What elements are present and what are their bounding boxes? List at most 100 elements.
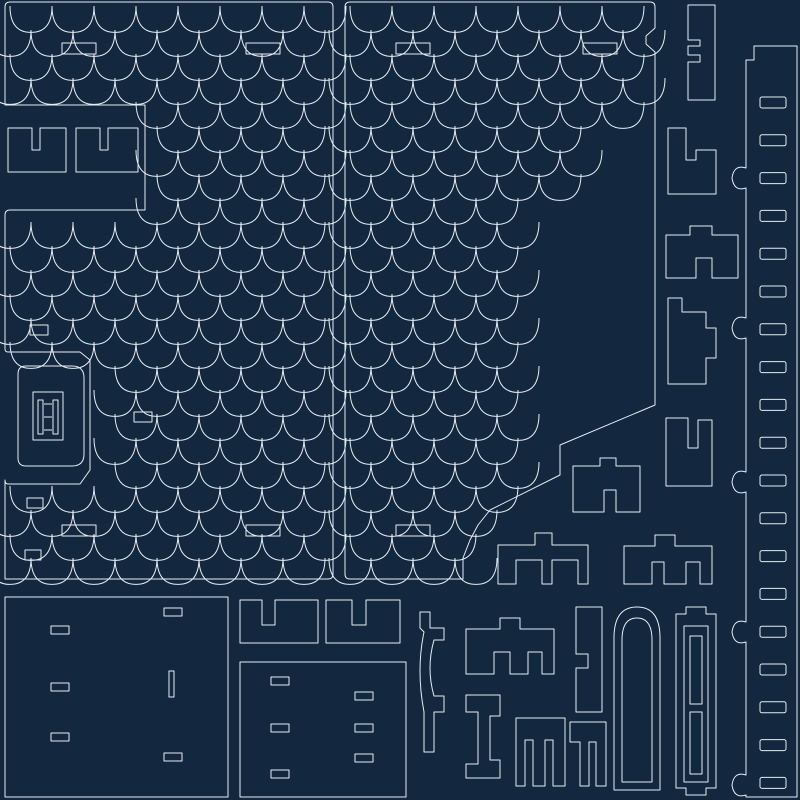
scale-arc <box>559 101 603 129</box>
scale-arc <box>282 461 326 489</box>
hook-piece-top <box>687 4 716 101</box>
shield-outline <box>17 365 85 467</box>
scale-arc <box>51 5 95 33</box>
scale-arc <box>114 317 158 345</box>
scale-arc <box>433 149 477 177</box>
scale-arc <box>282 173 326 201</box>
scale-arc <box>349 5 393 33</box>
ladder-slot-1 <box>689 635 703 705</box>
scale-arc <box>622 29 666 57</box>
scale-arc <box>135 293 179 321</box>
scale-arc <box>219 533 263 561</box>
scale-arc <box>412 461 456 489</box>
scale-arc <box>328 557 372 585</box>
scale-arc <box>412 317 456 345</box>
scale-arc <box>177 197 221 225</box>
scale-arc <box>517 149 561 177</box>
scale-arc <box>198 29 242 57</box>
left-scale-panel <box>0 1 347 585</box>
scale-pattern-right <box>328 5 666 585</box>
scale-arc <box>391 197 435 225</box>
scale-arc <box>538 77 582 105</box>
scale-arc <box>156 557 200 585</box>
scale-arc <box>475 389 519 417</box>
scale-arc <box>240 221 284 249</box>
scale-arc <box>240 509 284 537</box>
scale-arc <box>303 437 347 465</box>
base-r-slot-1 <box>270 676 290 686</box>
scale-arc <box>328 509 372 537</box>
scale-arc <box>412 557 456 585</box>
scale-arc <box>30 557 74 585</box>
scale-arc <box>282 125 326 153</box>
scale-arc <box>391 5 435 33</box>
scale-arc <box>391 485 435 513</box>
scale-arc <box>114 557 158 585</box>
scale-arc <box>538 125 582 153</box>
scale-arc <box>219 245 263 273</box>
scale-arc <box>412 365 456 393</box>
scale-arc <box>454 461 498 489</box>
scale-arc <box>198 221 242 249</box>
scale-arc <box>496 317 540 345</box>
scale-arc <box>559 5 603 33</box>
scale-arc <box>177 533 221 561</box>
scale-arc <box>370 557 414 585</box>
scale-arc <box>496 29 540 57</box>
scale-arc <box>177 53 221 81</box>
scale-arc <box>219 437 263 465</box>
scale-arc <box>349 533 393 561</box>
scale-arc <box>433 245 477 273</box>
puzzle-strip-slot <box>759 512 787 525</box>
scale-arc <box>496 269 540 297</box>
scale-arc <box>0 557 32 585</box>
scale-arc <box>114 29 158 57</box>
scale-arc <box>51 341 95 369</box>
scale-arc <box>412 125 456 153</box>
scale-arc <box>328 173 372 201</box>
puzzle-strip-slot <box>759 436 787 449</box>
scale-arc <box>177 437 221 465</box>
scale-arc <box>303 149 347 177</box>
scale-arc <box>156 365 200 393</box>
scale-arc <box>198 461 242 489</box>
scale-arc <box>303 389 347 417</box>
ladder-frame-outer <box>675 606 717 796</box>
scale-arc <box>433 533 477 561</box>
scale-arc <box>349 485 393 513</box>
puzzle-strip-slot <box>759 701 787 714</box>
scale-arc <box>328 413 372 441</box>
scale-arc <box>261 197 305 225</box>
scale-arc <box>261 485 305 513</box>
scale-arc <box>454 173 498 201</box>
scale-arc <box>303 101 347 129</box>
scale-arc <box>30 509 74 537</box>
scale-arc <box>391 533 435 561</box>
comb-piece-1 <box>497 532 589 585</box>
scale-arc <box>240 173 284 201</box>
scale-arc <box>51 53 95 81</box>
scale-arc <box>156 413 200 441</box>
base-slot-6 <box>163 752 183 762</box>
scale-arc <box>559 149 603 177</box>
base-slot-1 <box>50 625 70 635</box>
scale-arc <box>240 413 284 441</box>
slot-left-small-1 <box>29 324 49 336</box>
scale-arc <box>156 221 200 249</box>
scale-arc <box>177 5 221 33</box>
base-r-slot-2 <box>354 691 374 701</box>
base-r-slot-5 <box>270 769 290 779</box>
scale-arc <box>156 509 200 537</box>
scale-arc <box>303 293 347 321</box>
shield-piece <box>17 365 85 467</box>
scale-arc <box>454 29 498 57</box>
shield-slot-frame <box>32 391 64 441</box>
scale-arc <box>517 5 561 33</box>
u-bracket-2 <box>665 417 713 487</box>
scale-arc <box>328 317 372 345</box>
scale-arc <box>177 293 221 321</box>
scale-arc <box>370 317 414 345</box>
scale-arc <box>412 173 456 201</box>
scale-arc <box>433 485 477 513</box>
arch-frame-inner <box>621 617 653 783</box>
